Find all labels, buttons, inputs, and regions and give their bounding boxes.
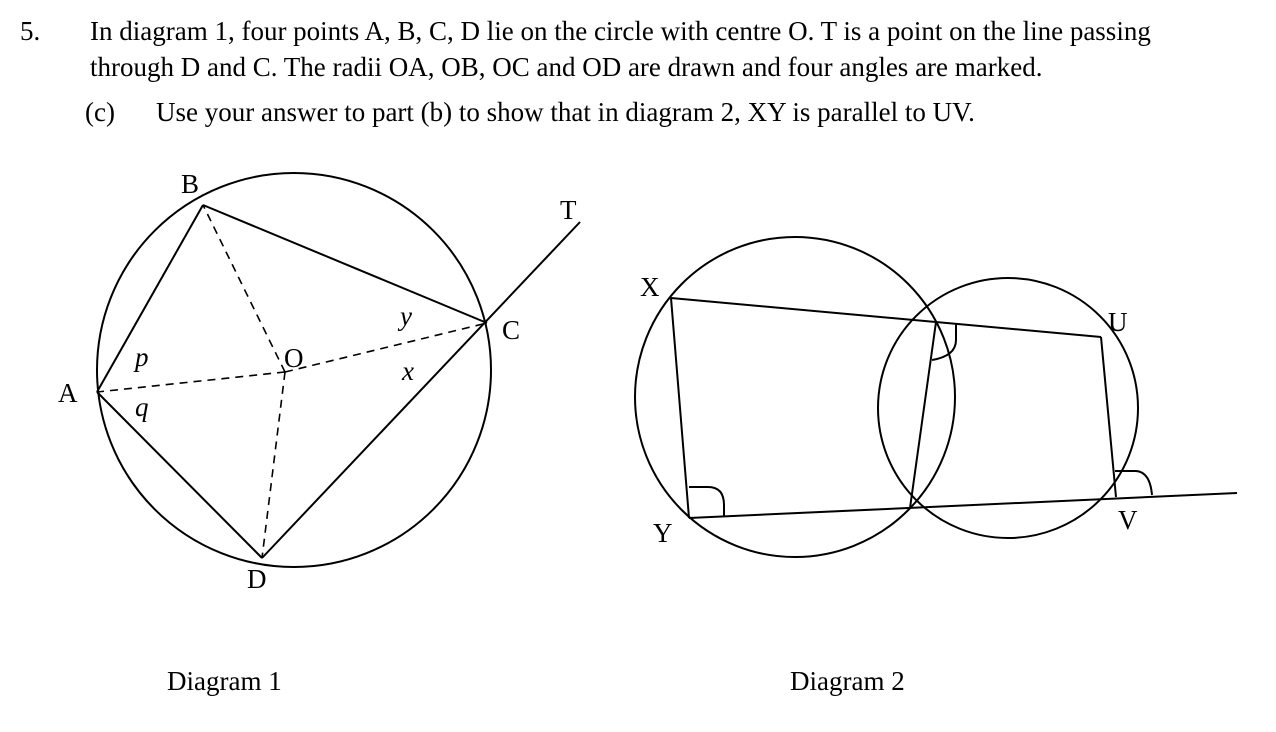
chord-AD — [96, 391, 263, 559]
circle-right — [877, 277, 1139, 539]
question-number: 5. — [20, 16, 41, 46]
radius-OA — [96, 371, 286, 393]
angle-p: p — [133, 342, 149, 372]
label-U: U — [1108, 307, 1128, 337]
diagram-1 — [96, 172, 581, 568]
chord-AB — [96, 204, 204, 393]
diagram-2 — [634, 236, 1238, 558]
label-T: T — [560, 195, 577, 225]
part-text: Use your answer to part (b) to show that… — [156, 97, 975, 127]
label-A: A — [58, 378, 78, 408]
chord-BC — [202, 204, 488, 324]
label-V: V — [1118, 505, 1138, 535]
question-text-line-2: through D and C. The radii OA, OB, OC an… — [90, 52, 1043, 82]
part-label: (c) — [85, 97, 115, 127]
label-X: X — [640, 272, 660, 302]
radius-OB — [202, 204, 286, 373]
angle-mark-P — [931, 324, 957, 361]
line-DCT — [261, 221, 581, 559]
circle-left — [634, 236, 956, 558]
line-XY — [670, 297, 690, 519]
angle-mark-V — [1115, 470, 1153, 496]
line-XPU — [670, 297, 1102, 338]
circle-1 — [96, 172, 492, 568]
label-B: B — [181, 169, 199, 199]
label-O: O — [284, 343, 304, 373]
caption-diagram-2: Diagram 2 — [790, 666, 905, 696]
caption-diagram-1: Diagram 1 — [167, 666, 282, 696]
label-Y: Y — [653, 518, 673, 548]
line-PQ — [909, 321, 937, 509]
line-UV — [1100, 336, 1117, 498]
label-D: D — [247, 564, 267, 594]
diagram-1-labels: A B C D O T p q y x — [58, 169, 577, 594]
radius-OC — [284, 322, 488, 373]
diagram-2-labels: X Y U V — [640, 272, 1138, 548]
angle-x: x — [401, 356, 414, 386]
question-text-line-1: In diagram 1, four points A, B, C, D lie… — [90, 16, 1151, 46]
line-YQV — [688, 492, 1238, 519]
angle-mark-Y — [689, 486, 725, 517]
radius-OD — [261, 371, 286, 559]
label-C: C — [502, 315, 520, 345]
angle-q: q — [135, 392, 149, 422]
angle-y: y — [397, 301, 412, 331]
